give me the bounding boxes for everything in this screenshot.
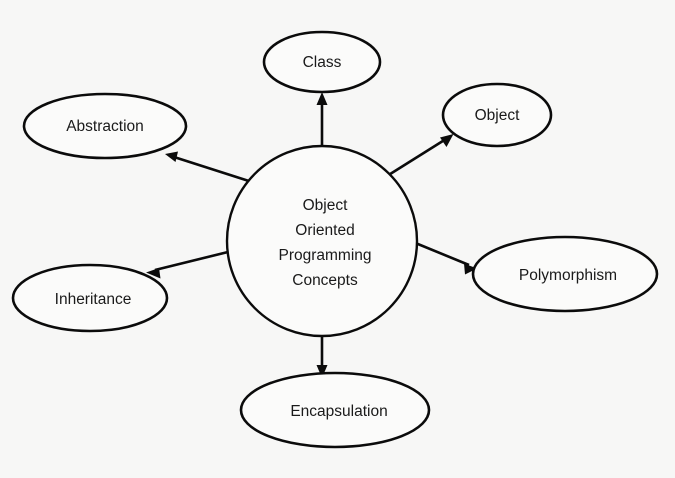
object-label: Object [475, 107, 520, 124]
arrowhead-inheritance [146, 268, 161, 279]
center-label-line-2: Oriented [295, 222, 354, 239]
class-label: Class [303, 54, 342, 71]
object-ellipse-shape[interactable] [441, 82, 553, 148]
node-object-oriented-programming-concepts[interactable]: Object Oriented Programming Concepts [225, 144, 419, 338]
encapsulation-label: Encapsulation [290, 403, 387, 420]
class-ellipse-shape[interactable] [262, 30, 382, 94]
arrowhead-encapsulation [316, 365, 328, 378]
abstraction-ellipse-shape[interactable] [22, 92, 188, 160]
arrowhead-class [316, 92, 328, 105]
node-inheritance[interactable]: Inheritance [11, 263, 169, 333]
center-circle-shape[interactable] [225, 144, 419, 338]
connector-line-abstraction [173, 155, 253, 184]
polymorphism-ellipse-shape[interactable] [471, 235, 659, 313]
center-label-line-1: Object [303, 197, 348, 214]
arrowhead-object [440, 134, 454, 147]
node-class[interactable]: Class [262, 30, 382, 94]
arrowhead-abstraction [165, 151, 178, 162]
connector-line-inheritance [154, 249, 233, 272]
center-label-line-4: Concepts [292, 272, 358, 289]
node-object[interactable]: Object [441, 82, 553, 148]
arrowhead-polymorphism [464, 263, 477, 275]
node-polymorphism[interactable]: Polymorphism [471, 235, 659, 313]
connector-center-to-abstraction [165, 151, 253, 184]
inheritance-ellipse-shape[interactable] [11, 263, 169, 333]
connector-center-to-inheritance [146, 249, 233, 279]
connector-center-to-polymorphism [412, 240, 477, 275]
inheritance-label: Inheritance [55, 291, 132, 308]
node-abstraction[interactable]: Abstraction [22, 92, 188, 160]
abstraction-label: Abstraction [66, 118, 144, 135]
connector-layer [146, 92, 477, 378]
polymorphism-label: Polymorphism [519, 267, 617, 284]
connector-line-object [386, 137, 447, 178]
center-label-line-3: Programming [278, 247, 371, 264]
node-encapsulation[interactable]: Encapsulation [239, 371, 431, 449]
connector-center-to-object [386, 134, 454, 178]
connector-line-polymorphism [412, 240, 470, 267]
encapsulation-ellipse-shape[interactable] [239, 371, 431, 449]
